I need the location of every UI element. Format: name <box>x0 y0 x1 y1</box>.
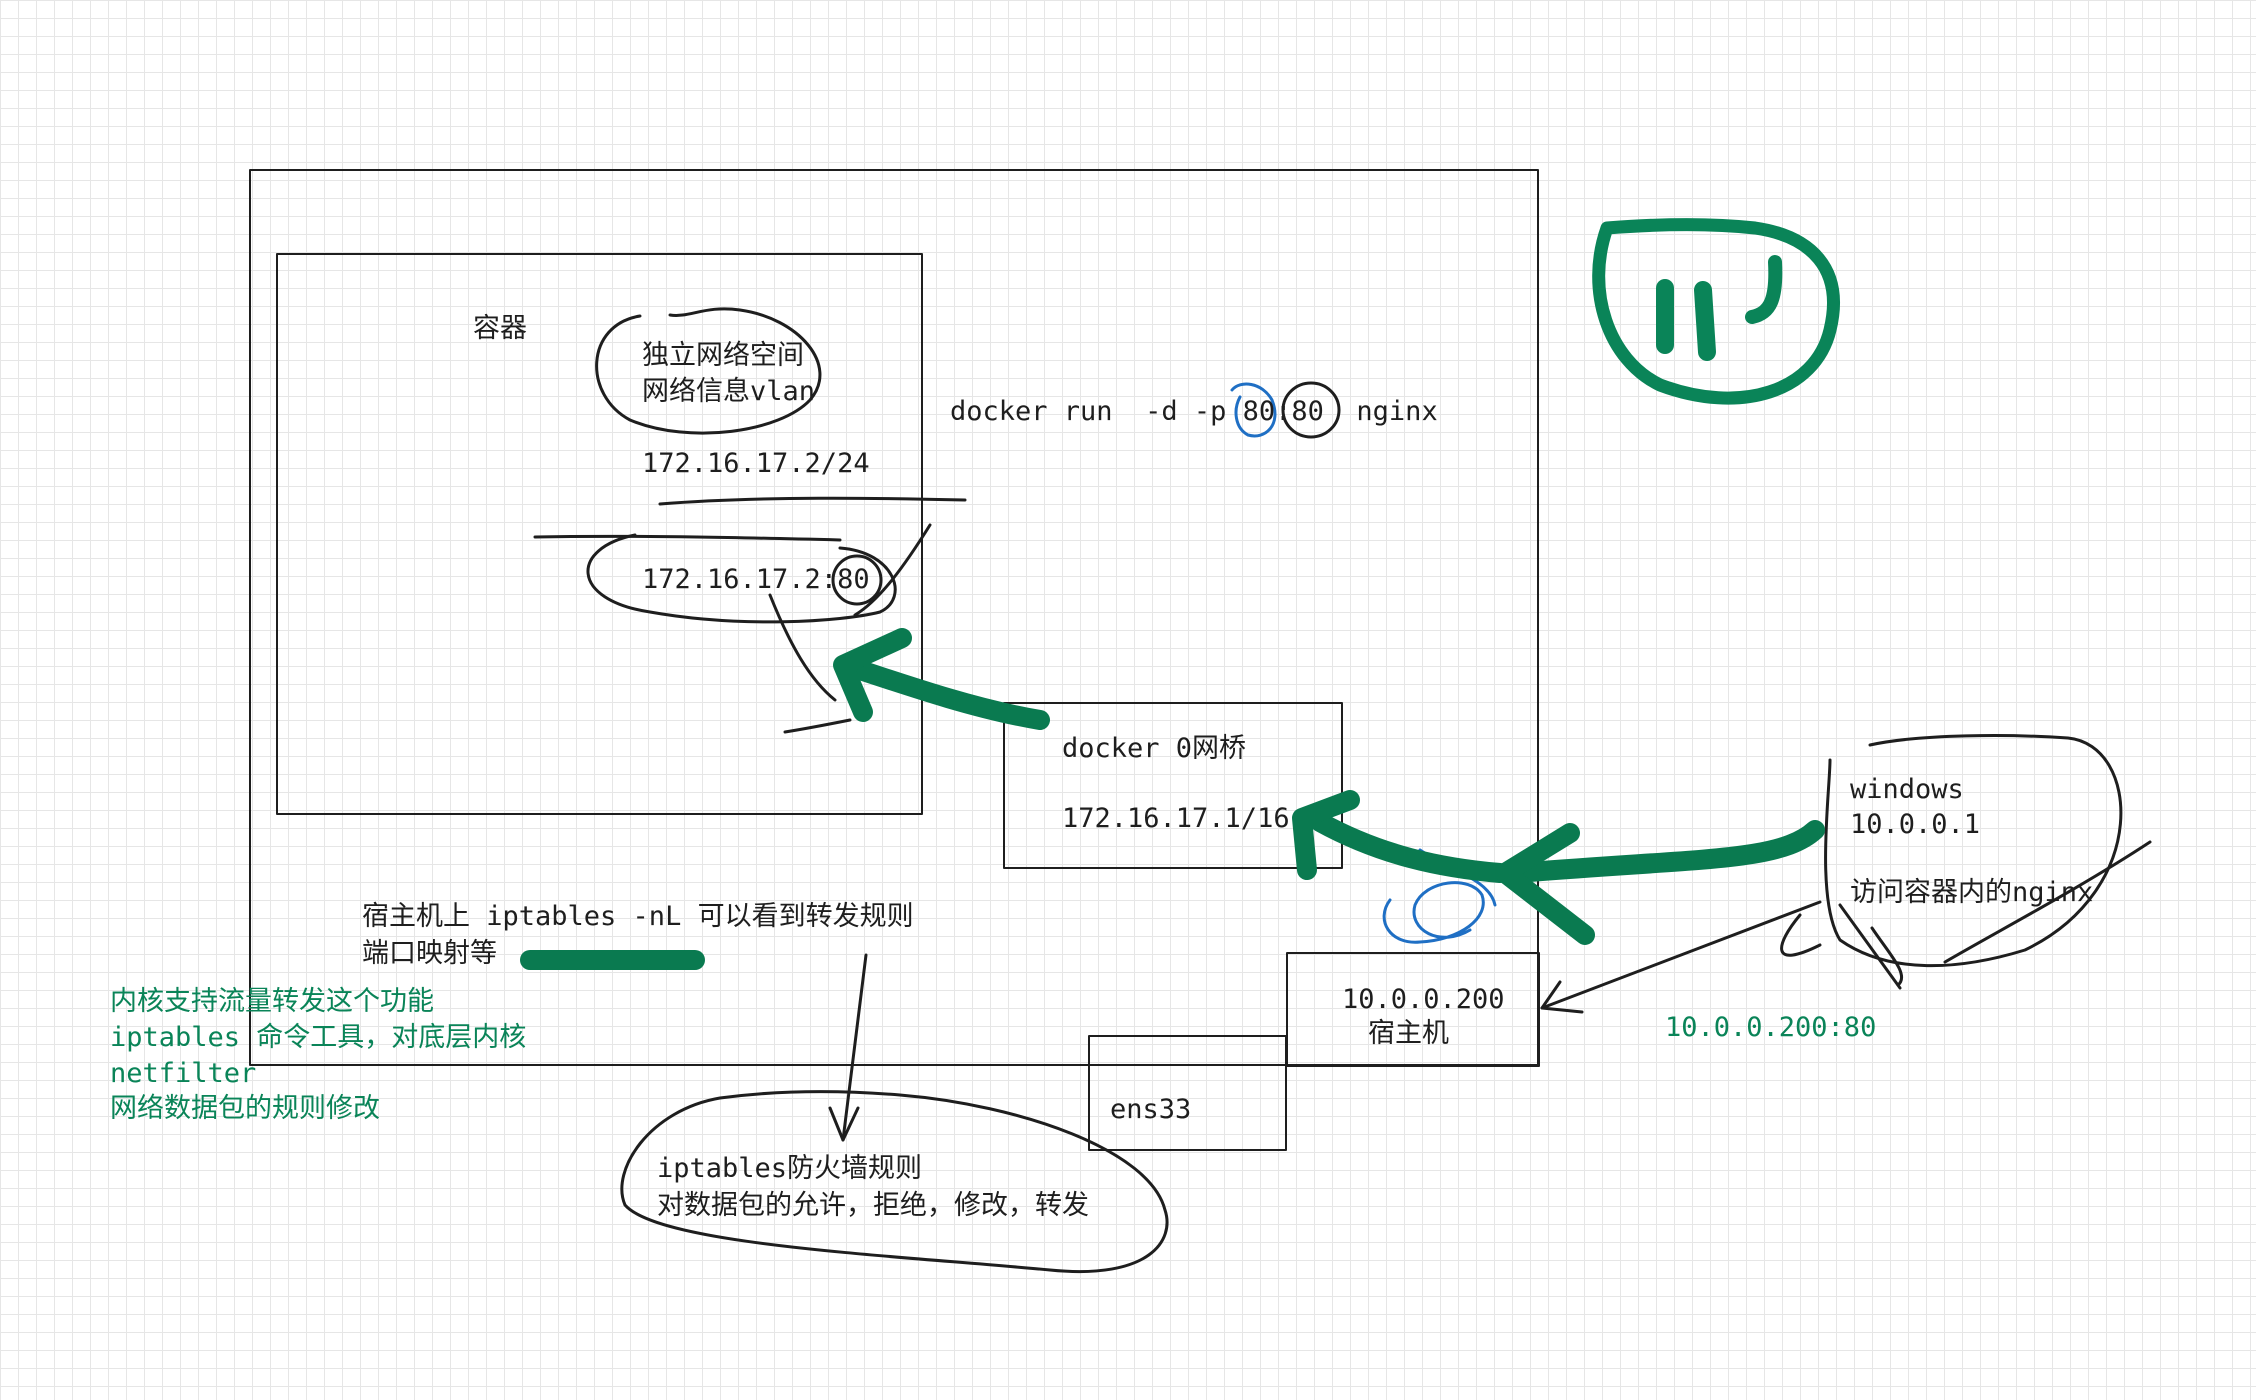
firewall-pointer-head <box>828 1106 860 1142</box>
iptables-note-line1: 宿主机上 iptables -nL 可以看到转发规则 <box>362 901 914 932</box>
host-outer-box <box>249 169 1539 1066</box>
bridge-name: docker 0网桥 <box>1062 733 1247 764</box>
host-port-black-circle <box>1281 381 1341 439</box>
command-separator: : <box>1275 396 1292 427</box>
kernel-note-line1: 内核支持流量转发这个功能 <box>110 986 434 1017</box>
netns-line1: 独立网络空间 <box>642 340 804 371</box>
cross-line <box>533 534 842 542</box>
command-host-port: 80 <box>1242 396 1276 427</box>
command-prefix: docker run -d -p <box>950 396 1243 427</box>
pointer-stroke <box>768 523 932 734</box>
host-ip-box <box>1286 952 1540 1067</box>
firewall-line1: iptables防火墙规则 <box>657 1153 923 1184</box>
container-ip-port: 172.16.17.2:80 <box>642 564 870 595</box>
container-ip-cidr: 172.16.17.2/24 <box>642 448 870 479</box>
logo-stroke-middle <box>1694 281 1716 361</box>
ens33-box <box>1088 1035 1287 1151</box>
command-container-port: 80 <box>1291 396 1324 427</box>
host-pointer-arrow <box>1540 900 1822 1010</box>
host-label: 宿主机 <box>1368 1018 1449 1049</box>
firewall-ellipse <box>620 1090 1169 1273</box>
netns-circle <box>595 307 822 435</box>
bridge-ip: 172.16.17.1/16 <box>1062 803 1290 834</box>
target-address: 10.0.0.200:80 <box>1665 1012 1877 1043</box>
container-box <box>276 253 923 815</box>
nic-label: ens33 <box>1110 1094 1192 1125</box>
host-ip: 10.0.0.200 <box>1342 984 1505 1015</box>
underline-cidr <box>658 496 967 506</box>
bridge-arrow-shaft <box>1310 812 1510 883</box>
netns-line2: 网络信息vlan <box>642 376 816 407</box>
windows-circle <box>1824 734 2123 968</box>
firewall-pointer <box>841 953 868 1142</box>
container-arrow-shaft <box>835 655 1050 730</box>
windows-tail <box>1838 903 1902 990</box>
host-pointer-arrowhead <box>1540 980 1584 1014</box>
kernel-note-line3: netfilter <box>110 1058 257 1089</box>
logo-stroke-right <box>1745 255 1783 324</box>
command-image: nginx <box>1323 396 1438 427</box>
windows-ip: 10.0.0.1 <box>1850 809 1981 840</box>
bridge-arrow-head <box>1292 790 1360 880</box>
logo-outline <box>1592 218 1840 405</box>
windows-action: 访问容器内的nginx <box>1850 877 2094 908</box>
container-port-circle <box>831 554 883 606</box>
windows-arrow-shaft <box>1520 820 1825 882</box>
windows-scribble <box>1780 840 2152 987</box>
host-port-blue-circle <box>1230 382 1277 438</box>
docker0-bridge-box <box>1003 702 1343 869</box>
kernel-note-line2: iptables 命令工具，对底层内核 <box>110 1022 527 1053</box>
firewall-line2: 对数据包的允许，拒绝，修改，转发 <box>657 1190 1089 1221</box>
container-label: 容器 <box>473 313 527 344</box>
container-arrow-head <box>833 628 912 722</box>
iptables-note-line2: 端口映射等 <box>362 938 497 969</box>
docker-run-command: docker run -d -p 80:80 nginx <box>950 394 1438 430</box>
ip-port-ellipse <box>586 533 897 624</box>
kernel-note-line4: 网络数据包的规则修改 <box>110 1093 380 1124</box>
windows-arrow-head <box>1495 823 1595 945</box>
windows-name: windows <box>1850 774 1964 805</box>
